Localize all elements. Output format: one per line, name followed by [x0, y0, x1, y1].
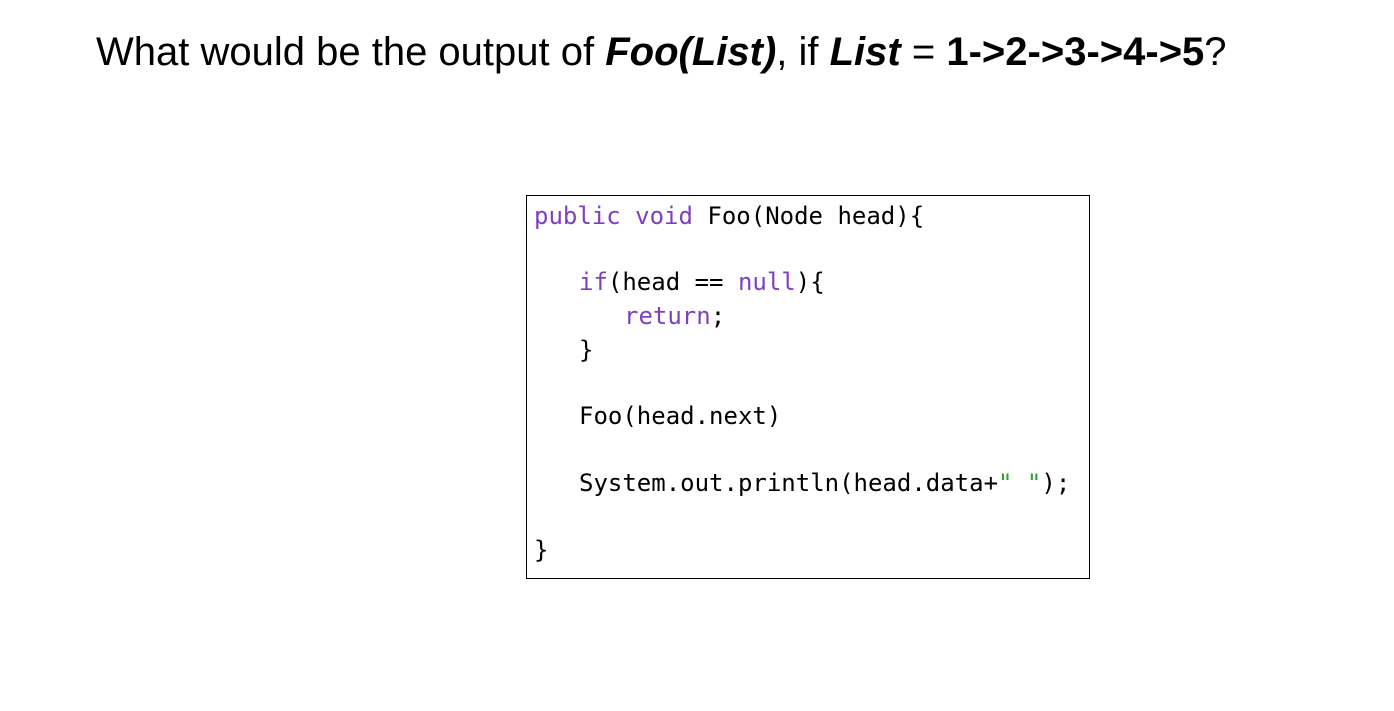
question-middle: , if [776, 30, 830, 74]
question-suffix: ? [1204, 30, 1227, 74]
code-line-5: Foo(head.next) [579, 402, 782, 430]
question-prefix: What would be the output of [96, 30, 606, 74]
code-line-4: } [579, 336, 594, 364]
code-block: public void Foo(Node head){ if(head == n… [526, 195, 1090, 579]
code-text: System.out.println(head.data+ [579, 469, 999, 497]
code-keyword: public void [534, 202, 693, 230]
code-text: ); [1041, 469, 1071, 497]
code-line-7: } [534, 536, 549, 564]
question-list-value: 1->2->3->4->5 [946, 30, 1205, 74]
code-string-literal: " " [998, 469, 1042, 497]
code-text: ; [710, 302, 726, 330]
code-line-3: return; [624, 301, 725, 331]
code-line-1: public void Foo(Node head){ [534, 201, 924, 231]
question-function-call: Foo(List) [605, 30, 777, 74]
question-variable: List [829, 30, 901, 74]
question-heading: What would be the output of Foo(List), i… [96, 26, 1227, 78]
code-keyword: null [737, 268, 796, 296]
code-line-6: System.out.println(head.data+" "); [579, 468, 1070, 498]
code-keyword: if [579, 268, 608, 296]
code-text: Foo(Node head){ [692, 202, 925, 230]
code-text: (head == [607, 268, 738, 296]
code-line-2: if(head == null){ [579, 267, 825, 297]
question-equals: = [900, 30, 947, 74]
code-text: ){ [795, 268, 825, 296]
code-keyword: return [624, 302, 711, 330]
